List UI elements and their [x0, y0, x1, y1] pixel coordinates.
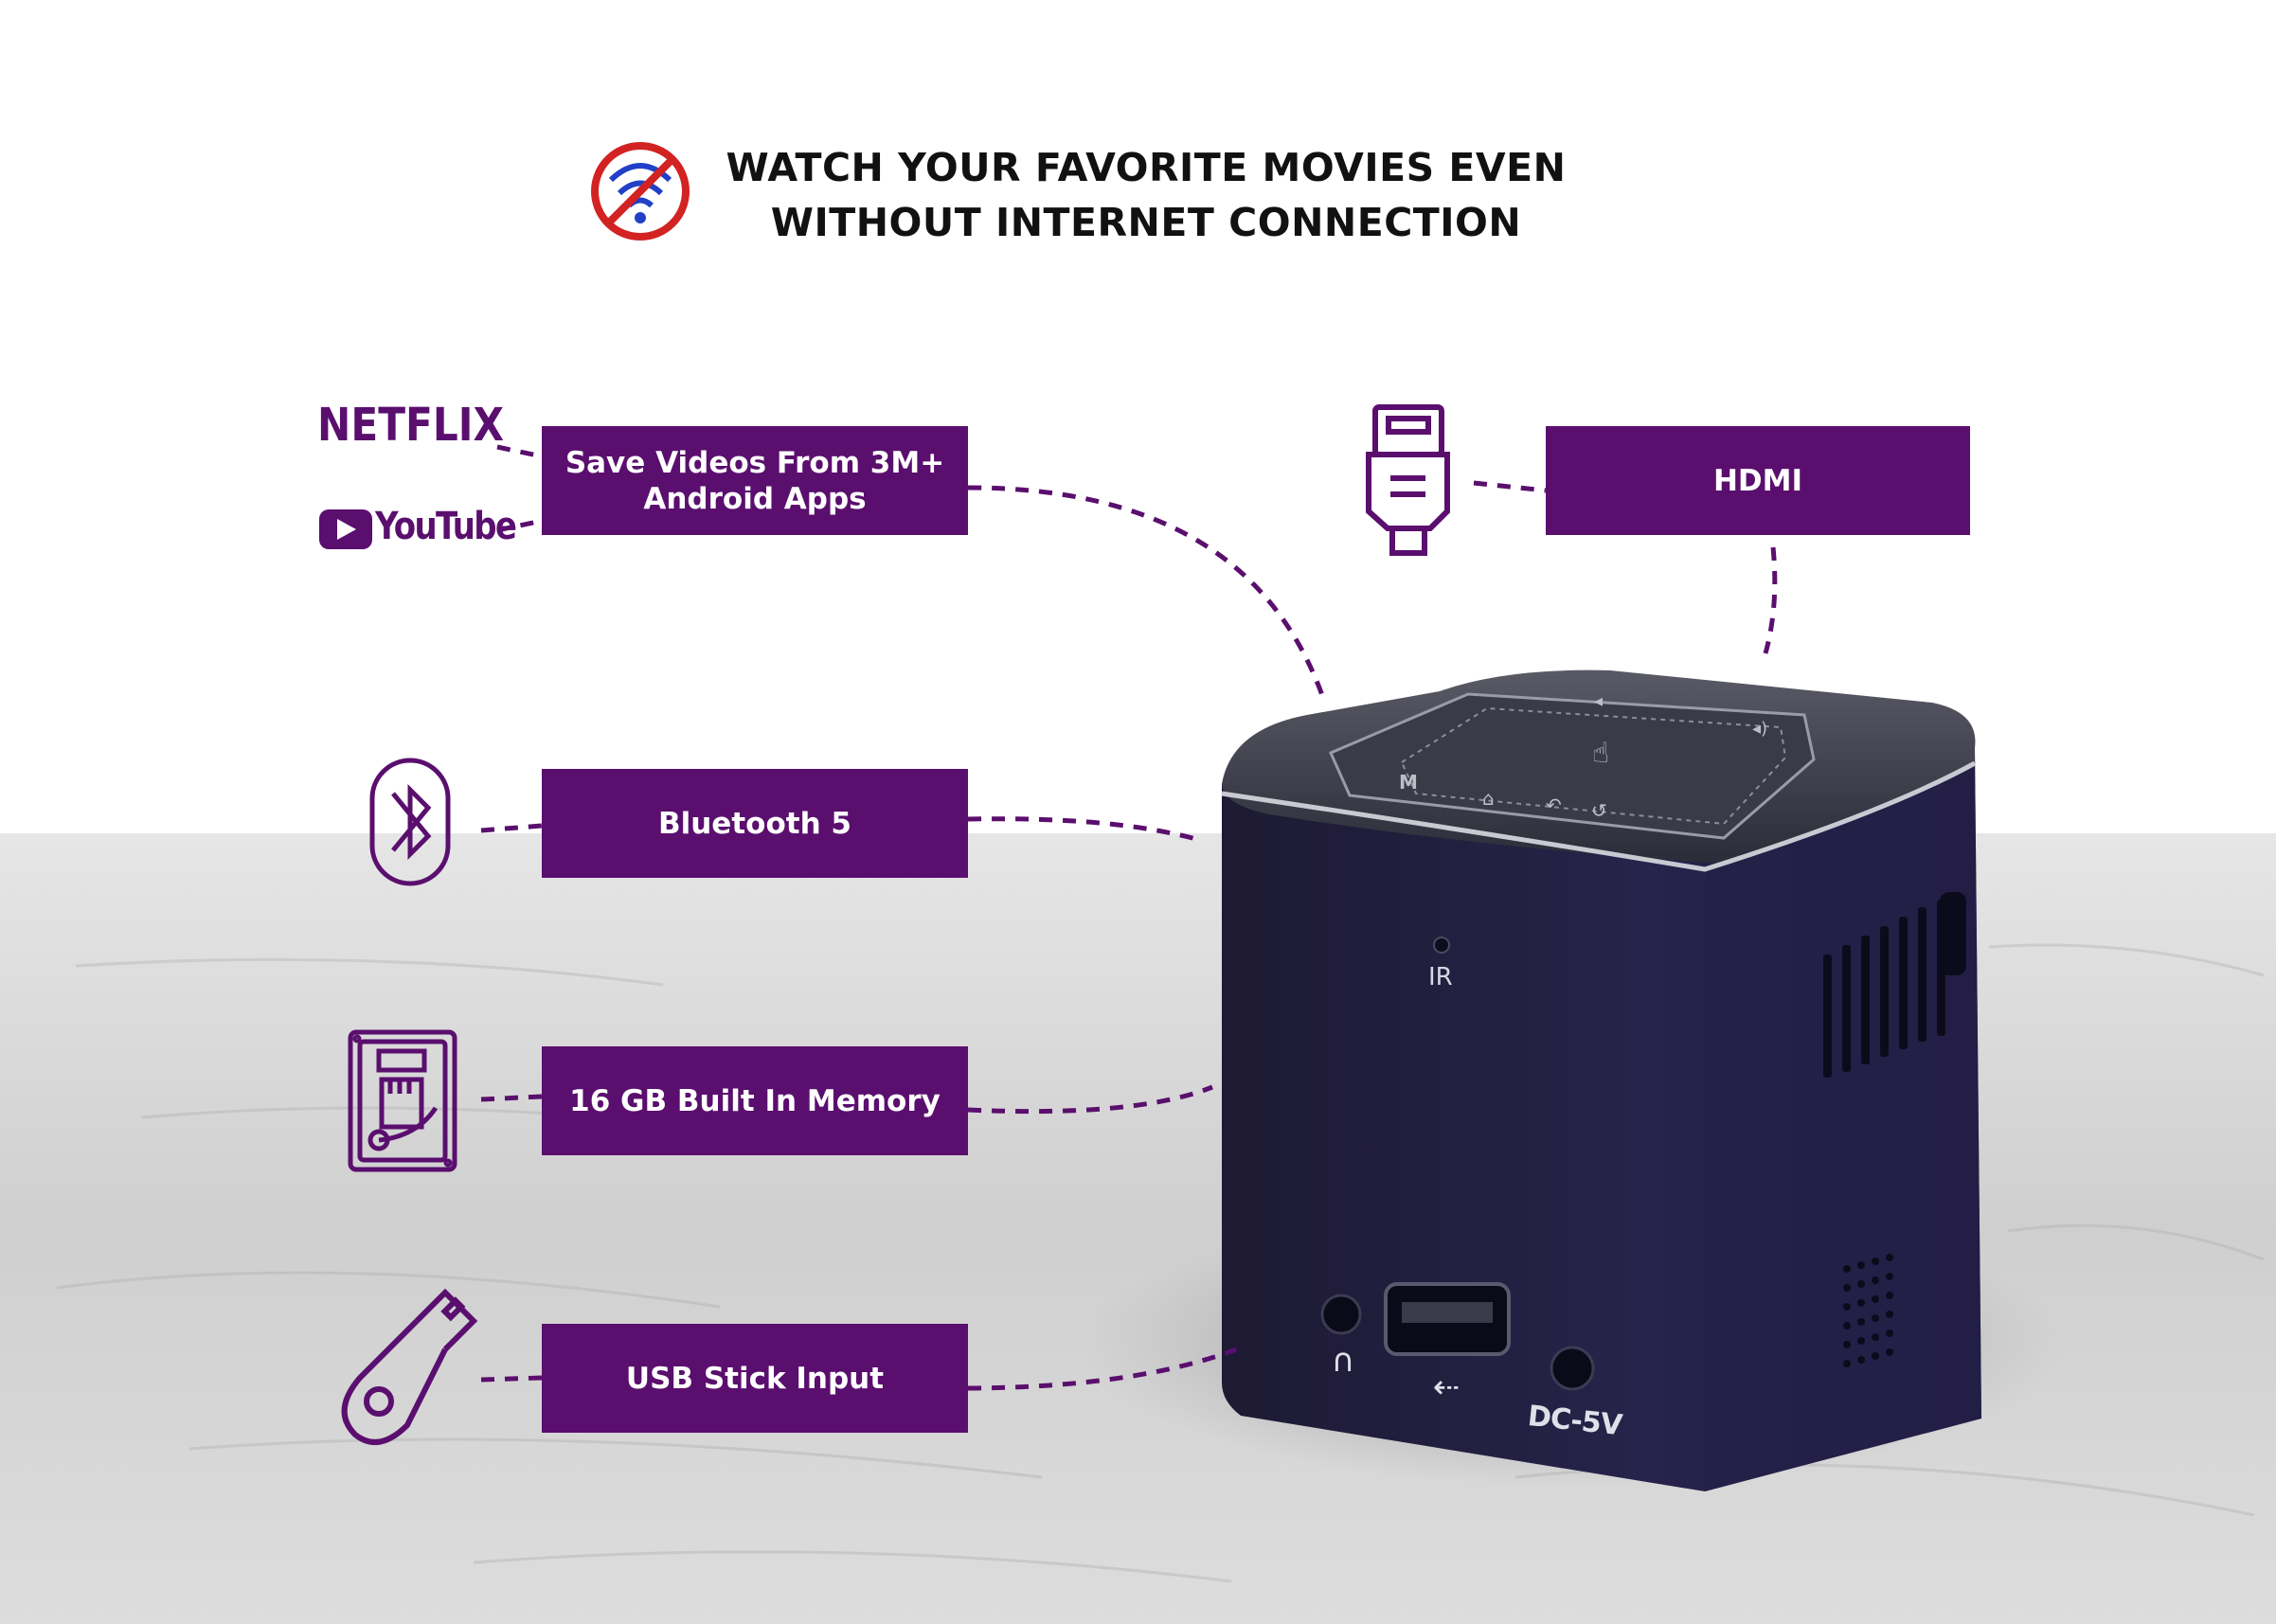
- headline-line-2: WITHOUT INTERNET CONNECTION: [770, 200, 1522, 245]
- svg-text:◂): ◂): [1752, 719, 1767, 739]
- hdmi-plug-icon: [1366, 404, 1450, 556]
- connector-lines: [480, 444, 1778, 1391]
- speaker-grill: [1843, 1254, 1893, 1367]
- headline-line-1: WATCH YOUR FAVORITE MOVIES EVEN: [726, 145, 1567, 190]
- youtube-logo-text: YouTube: [375, 505, 517, 548]
- ir-label: IR: [1428, 963, 1453, 991]
- svg-text:↺: ↺: [1591, 799, 1607, 822]
- projector-device: ☝ M ⌂ ↶ ↺ ◂ ◂): [1221, 669, 1981, 1491]
- usb-stick-icon: [341, 1288, 478, 1445]
- power-port: [1550, 1346, 1595, 1391]
- netflix-logo: NETFLIX: [317, 399, 505, 452]
- floor-texture: [56, 943, 2265, 1583]
- bluetooth-feature-label: Bluetooth 5: [657, 806, 851, 841]
- usb-feature-label: USB Stick Input: [625, 1361, 885, 1396]
- audio-port: [1320, 1294, 1362, 1335]
- headline: WATCH YOUR FAVORITE MOVIES EVEN WITHOUT …: [663, 140, 1629, 250]
- hard-drive-icon: [348, 1029, 457, 1172]
- apps-feature-line-1: Save Videos From 3M+: [565, 445, 945, 480]
- svg-text:◂: ◂: [1594, 691, 1603, 711]
- bluetooth-icon: [369, 758, 451, 886]
- label-boxes: [542, 426, 1970, 1433]
- svg-text:M: M: [1399, 771, 1418, 794]
- usb-symbol-icon: ⇠: [1433, 1368, 1461, 1406]
- headphone-icon: ∩: [1332, 1342, 1355, 1380]
- youtube-logo-icon: [319, 509, 372, 549]
- memory-feature-label: 16 GB Built In Memory: [569, 1083, 941, 1118]
- apps-feature-label: Save Videos From 3M+ Android Apps: [542, 426, 968, 535]
- hdmi-feature-label: HDMI: [1712, 463, 1803, 498]
- svg-text:⌂: ⌂: [1482, 787, 1495, 810]
- ir-sensor: [1433, 937, 1450, 954]
- svg-text:↶: ↶: [1546, 794, 1562, 816]
- hand-icon: ☝: [1592, 737, 1609, 770]
- apps-feature-line-2: Android Apps: [643, 481, 867, 516]
- no-wifi-icon: [591, 142, 690, 241]
